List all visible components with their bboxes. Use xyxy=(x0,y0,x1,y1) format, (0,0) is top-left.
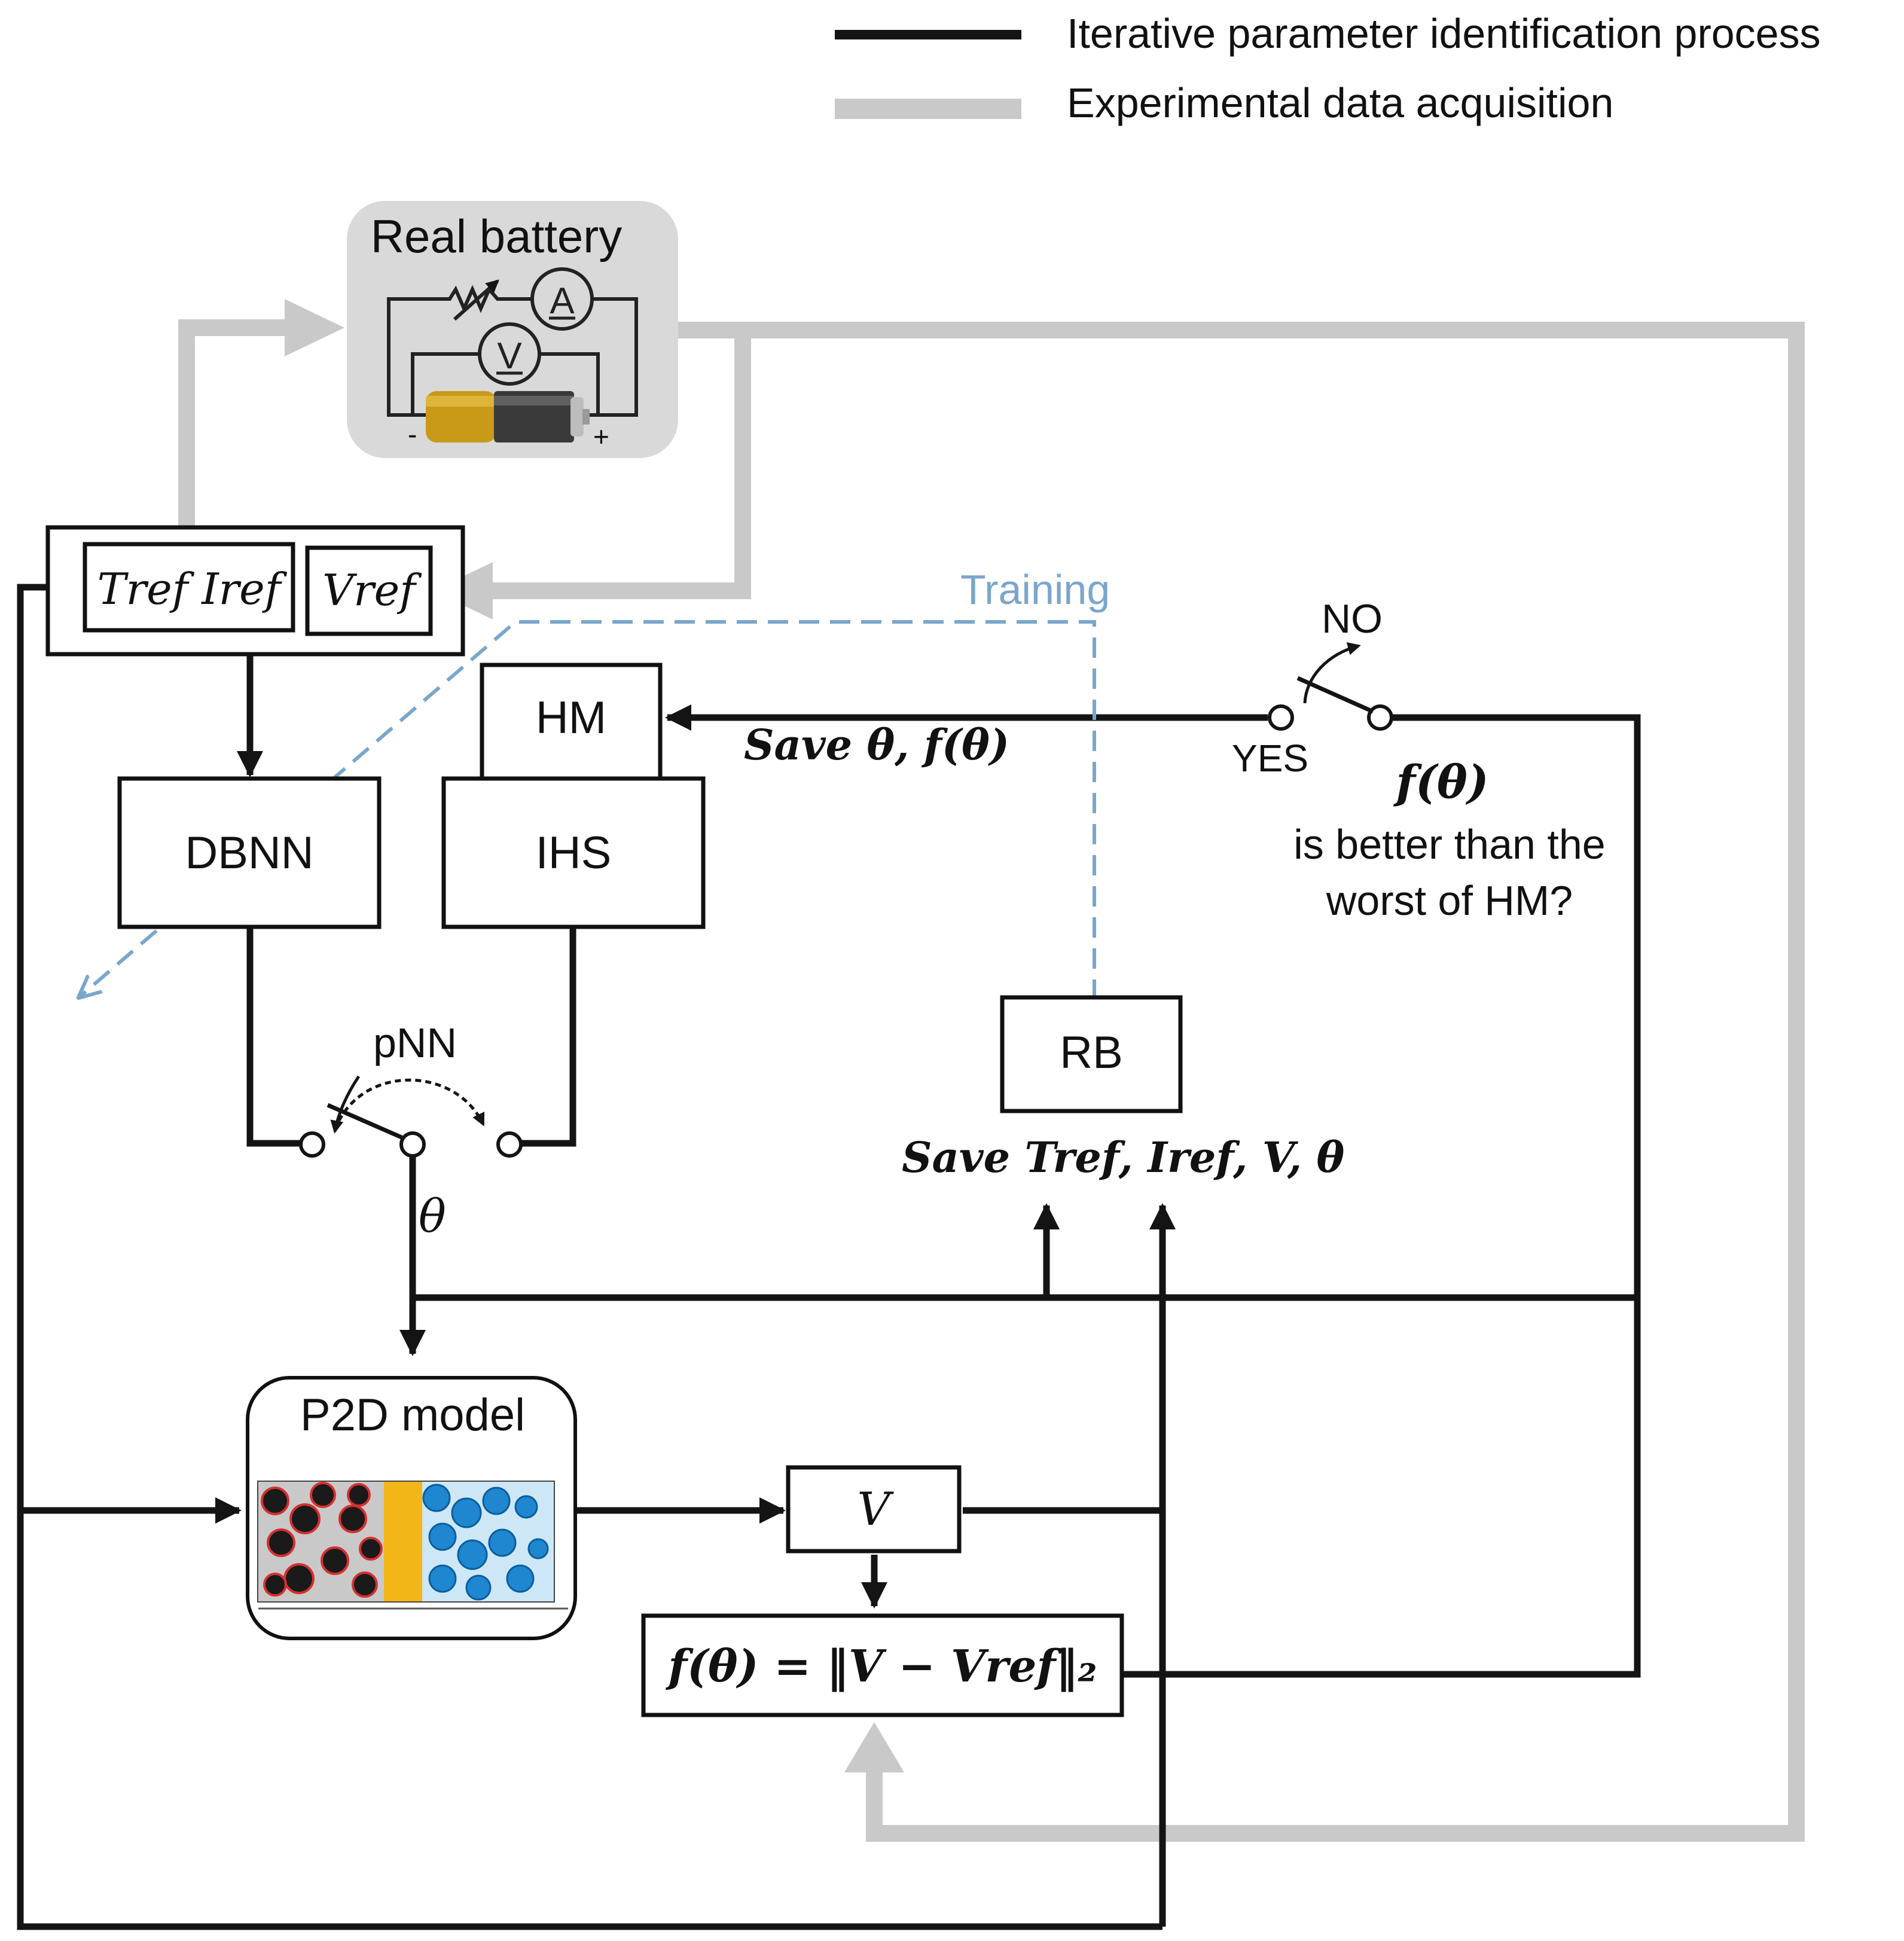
resistor-symbol xyxy=(440,285,532,313)
vref-box xyxy=(305,545,433,636)
pnn-label: pNN xyxy=(373,1020,457,1066)
flow-battery-to-objective xyxy=(682,322,1805,1842)
dbnn-label: DBNN xyxy=(185,828,313,878)
real-battery-panel: Real battery A V - + xyxy=(347,201,678,458)
tref-iref-box xyxy=(83,542,295,633)
voltmeter-wire-right xyxy=(539,352,600,415)
decision-question-line1: f(θ) xyxy=(1393,755,1488,808)
v-output-block: V xyxy=(786,1465,962,1554)
electrode-illustration xyxy=(257,1481,568,1610)
rb-block: RB xyxy=(1000,995,1183,1113)
hm-block: HM xyxy=(480,663,663,781)
decision-question-line3: worst of HM? xyxy=(1326,877,1573,924)
flow-ref-to-battery xyxy=(178,319,299,541)
save-rb-label: Save Tref, Iref, V, θ xyxy=(902,1133,1345,1182)
decision-contact-common xyxy=(1367,704,1393,731)
voltmeter-label: V xyxy=(497,335,522,377)
decision-motion-arrow xyxy=(1303,642,1361,704)
battery-cell-icon xyxy=(426,391,590,442)
decision-no-label: NO xyxy=(1322,596,1383,642)
flow-dbnn-to-switch xyxy=(246,928,301,1147)
dbnn-block: DBNN xyxy=(117,776,382,929)
switch-contact-left xyxy=(299,1131,325,1158)
variable-resistor-arrow xyxy=(453,279,499,321)
training-label: Training xyxy=(960,566,1110,613)
flow-battery-to-objective-arrow xyxy=(844,1722,904,1772)
legend-gray-label: Experimental data acquisition xyxy=(1067,80,1613,126)
ihs-label: IHS xyxy=(536,828,612,878)
save-theta-label: Save θ, f(θ) xyxy=(744,720,1009,770)
hm-label: HM xyxy=(536,692,606,743)
circuit-wire-outer xyxy=(387,297,440,417)
switch-motion-arrow xyxy=(333,1078,485,1131)
legend-black-label: Iterative parameter identification proce… xyxy=(1067,10,1821,57)
real-battery-title: Real battery xyxy=(371,210,623,263)
switch-contact-right xyxy=(496,1131,523,1158)
switch-lever xyxy=(327,1103,405,1141)
flow-ref-to-battery-arrow xyxy=(285,299,344,356)
decision-switch: NO YES f(θ) is better than the worst of … xyxy=(1232,596,1606,924)
switch-contact-common xyxy=(399,1131,426,1158)
circuit-wire-outer-right xyxy=(578,297,638,417)
objective-function-label: f(θ) = ‖V − Vref‖₂ xyxy=(665,1641,1097,1692)
pnn-switch: pNN θ xyxy=(299,1020,523,1243)
flow-bottom-loop xyxy=(17,1510,1162,1930)
switch-motion-arrow-back xyxy=(330,1075,361,1134)
tref-iref-label: Tref Iref xyxy=(97,564,288,614)
decision-question-line2: is better than the xyxy=(1293,821,1605,868)
reference-data-box: Tref Iref Vref xyxy=(45,525,465,657)
voltmeter-wire xyxy=(411,352,480,415)
rb-label: RB xyxy=(1060,1027,1123,1078)
objective-function-block: f(θ) = ‖V − Vref‖₂ xyxy=(641,1613,1124,1717)
flow-objective-to-decision xyxy=(1122,714,1641,1678)
decision-yes-label: YES xyxy=(1232,737,1308,780)
p2d-model-block: P2D model xyxy=(246,1376,577,1640)
ammeter-label: A xyxy=(550,280,575,322)
vref-label: Vref xyxy=(322,565,422,615)
iterative-flow xyxy=(17,584,1641,1930)
theta-label: θ xyxy=(419,1189,446,1243)
voltmeter-icon xyxy=(478,322,541,386)
battery-plus-label: + xyxy=(593,421,609,452)
p2d-model-label: P2D model xyxy=(300,1390,525,1441)
decision-contact-yes xyxy=(1268,704,1294,731)
legend: Iterative parameter identification proce… xyxy=(835,10,1821,126)
battery-minus-label: - xyxy=(408,419,417,450)
v-output-label: V xyxy=(858,1482,895,1536)
flow-ihs-to-switch xyxy=(521,928,576,1147)
ihs-block: IHS xyxy=(441,776,706,929)
flow-ref-to-p2d xyxy=(17,584,242,1524)
ammeter-icon xyxy=(530,267,594,331)
